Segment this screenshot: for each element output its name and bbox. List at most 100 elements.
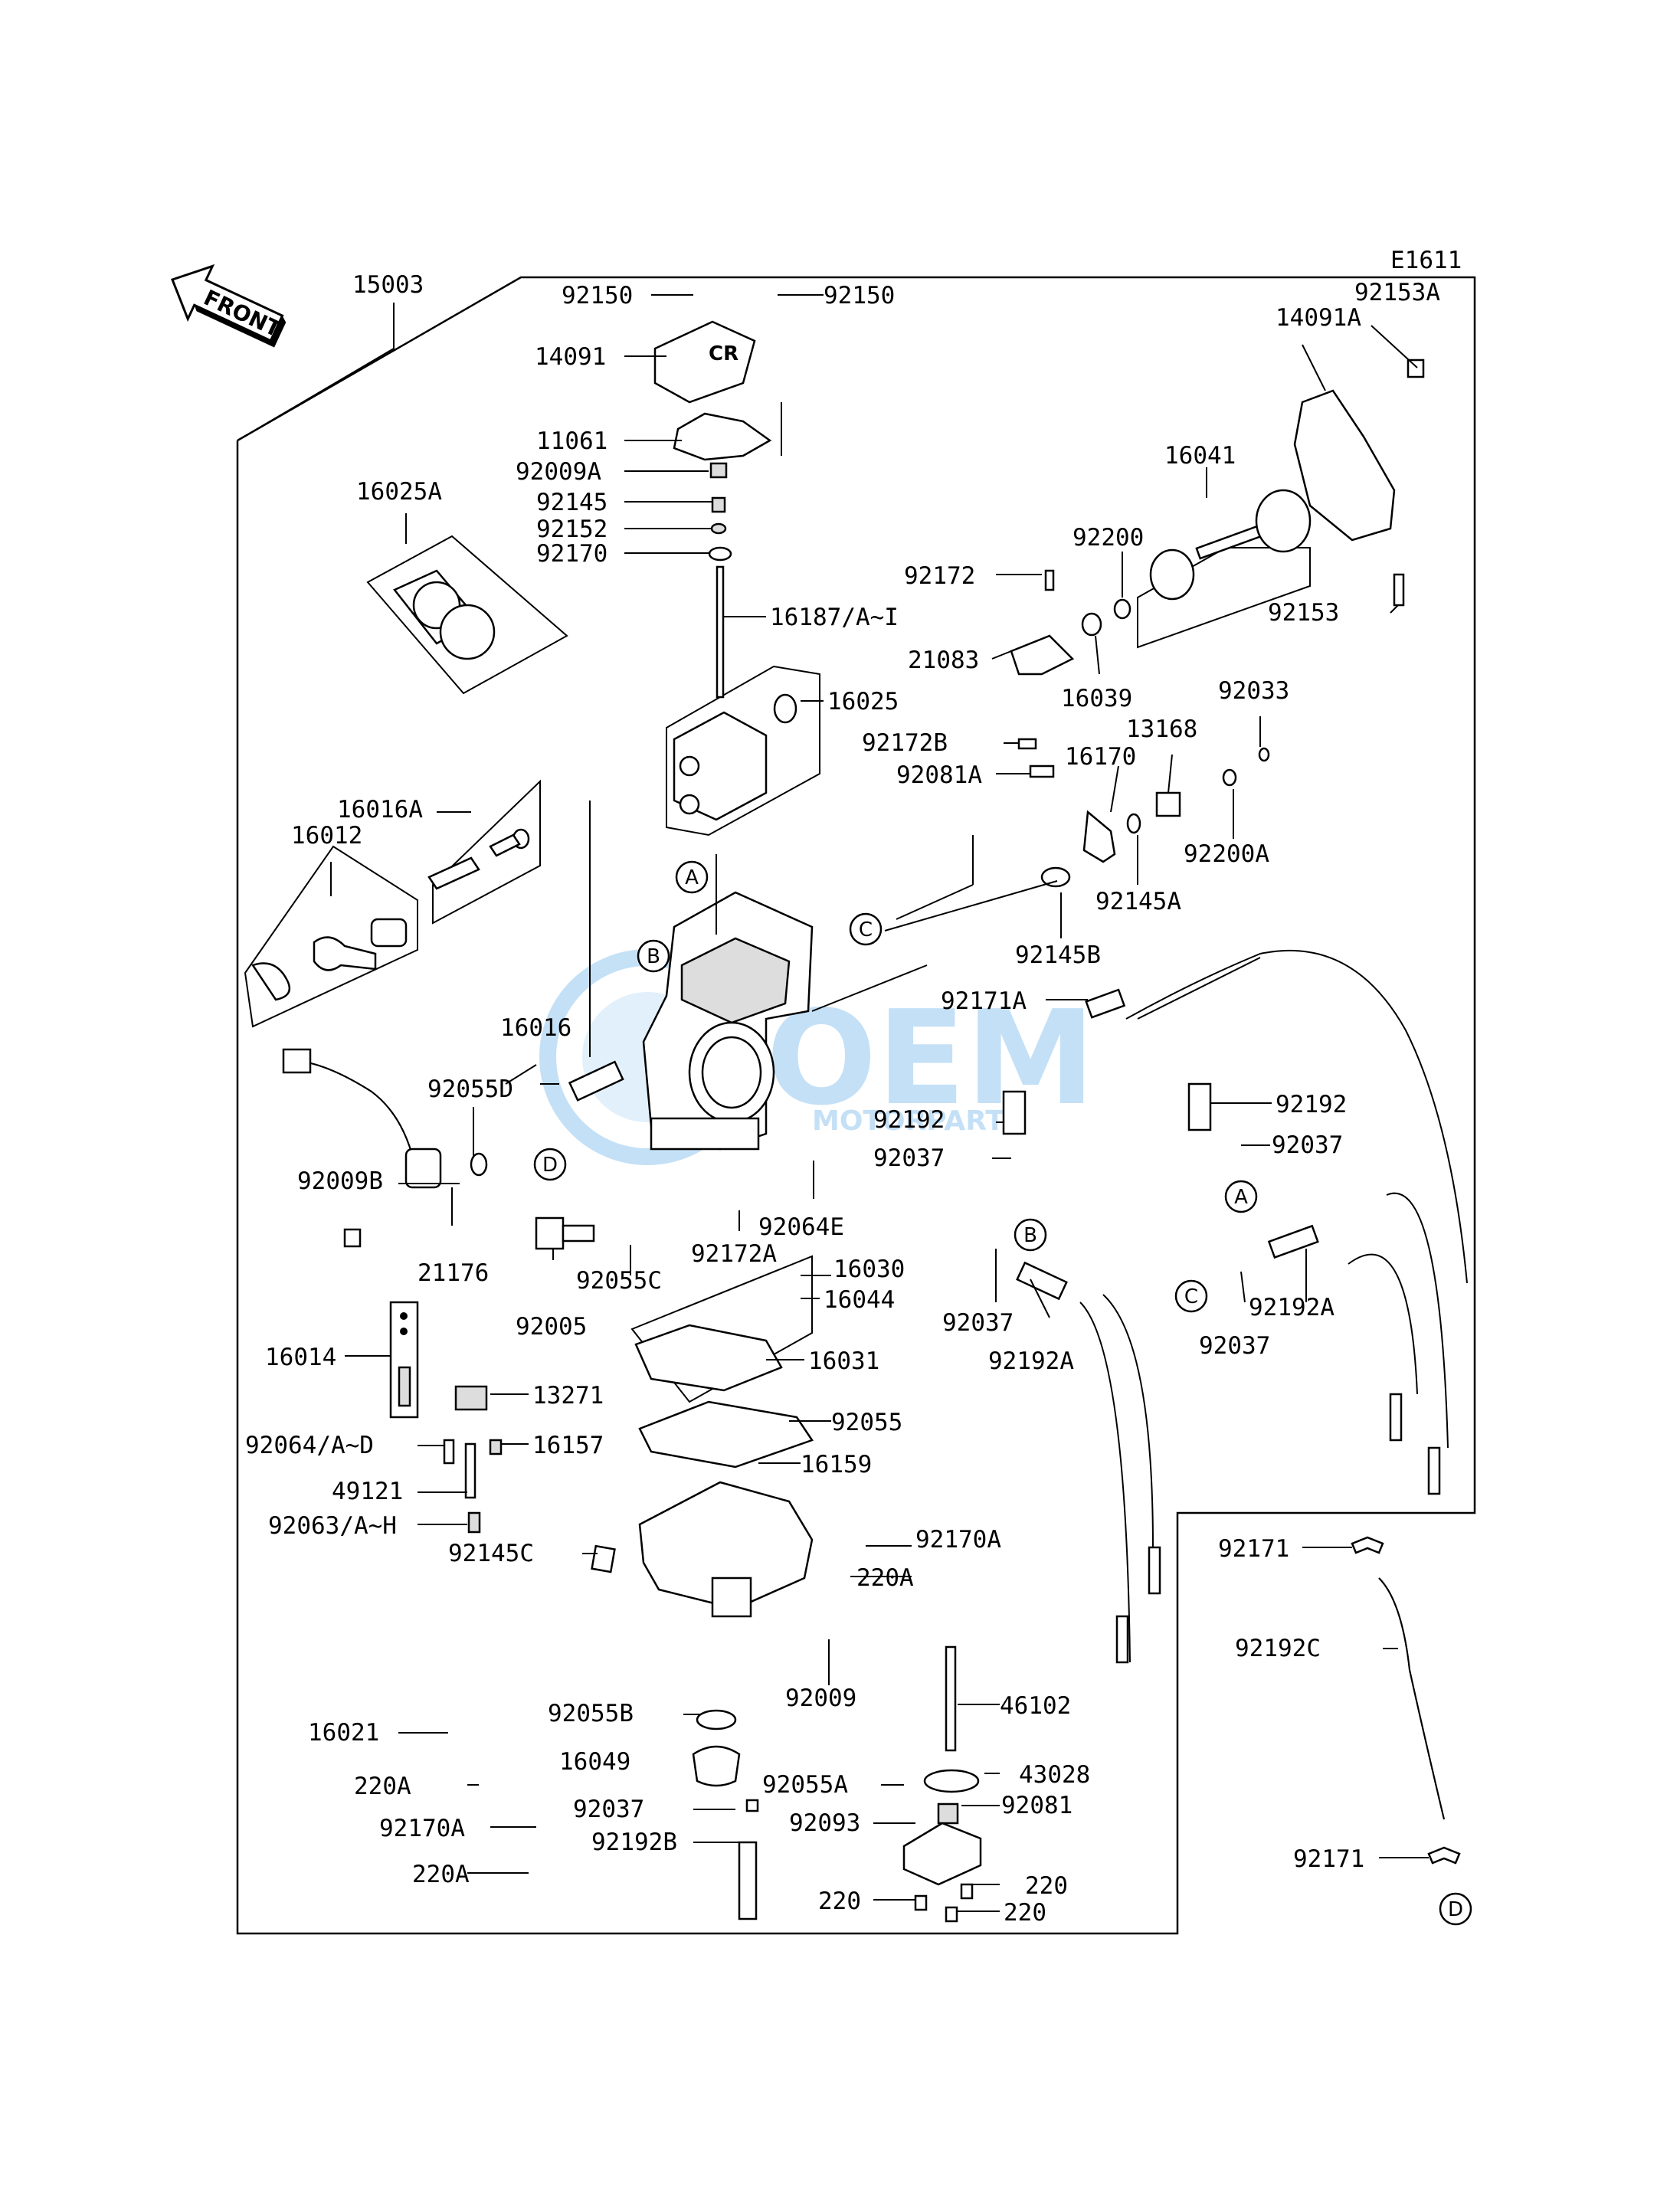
part-label: 92093 bbox=[789, 1809, 860, 1837]
part-label: 92037 bbox=[942, 1309, 1014, 1337]
part-label: 92153 bbox=[1268, 599, 1339, 627]
part-label: 92145 bbox=[536, 489, 607, 516]
part-label: 92152 bbox=[536, 516, 607, 543]
diagram-code: E1611 bbox=[1390, 247, 1462, 274]
part-label: 16031 bbox=[808, 1347, 879, 1375]
part-label: 16025A bbox=[356, 478, 442, 506]
part-label: 92055B bbox=[548, 1700, 634, 1727]
part-label: 92145C bbox=[448, 1540, 534, 1567]
part-label: 13168 bbox=[1126, 715, 1197, 743]
part-label: 11061 bbox=[536, 427, 607, 455]
part-label: 16039 bbox=[1061, 685, 1132, 712]
throttle-valve-16025 bbox=[673, 693, 797, 821]
small-parts-92009A-92170 bbox=[708, 462, 732, 699]
part-label: 16016 bbox=[500, 1014, 571, 1042]
leader-lines bbox=[330, 294, 1429, 1912]
gasket-11061 bbox=[673, 412, 772, 461]
callout-circles: A B C D A B C D bbox=[533, 860, 1472, 1926]
part-label: 92009 bbox=[785, 1685, 856, 1712]
subassembly-boxes bbox=[244, 535, 1311, 1403]
part-label: 92171 bbox=[1293, 1845, 1364, 1873]
part-label: 92150 bbox=[562, 282, 633, 309]
callout-D-bottom: D bbox=[1439, 1892, 1472, 1926]
part-label: 92055C bbox=[576, 1267, 662, 1295]
part-label: 92192A bbox=[988, 1347, 1074, 1375]
part-label: 16187/A~I bbox=[770, 604, 899, 631]
top-cover-14091: CR bbox=[653, 320, 756, 404]
front-arrow-icon: FRONT bbox=[171, 264, 287, 348]
part-label: 14091A bbox=[1276, 304, 1361, 332]
part-label: 16157 bbox=[532, 1432, 604, 1459]
part-label: 21176 bbox=[418, 1259, 489, 1287]
part-label: 16041 bbox=[1164, 442, 1236, 470]
part-label: 220 bbox=[818, 1888, 861, 1915]
throttle-pulley-16041 bbox=[1149, 489, 1312, 601]
svg-text:A: A bbox=[685, 866, 699, 889]
svg-text:C: C bbox=[1184, 1285, 1198, 1308]
part-label: 43028 bbox=[1019, 1761, 1090, 1789]
part-label: 92055 bbox=[831, 1409, 902, 1436]
part-label: 92200A bbox=[1184, 840, 1269, 868]
svg-text:C: C bbox=[859, 918, 873, 941]
left-side-parts bbox=[251, 828, 624, 1248]
part-label: 16170 bbox=[1065, 743, 1136, 771]
part-label: 92172 bbox=[904, 562, 975, 590]
callout-C-top: C bbox=[849, 912, 883, 946]
part-label: 16159 bbox=[801, 1451, 872, 1478]
svg-text:D: D bbox=[542, 1154, 558, 1177]
part-label: 92153A bbox=[1354, 279, 1440, 306]
vent-hoses bbox=[1002, 949, 1468, 1664]
part-label: 16016A bbox=[337, 796, 423, 823]
svg-text:D: D bbox=[1448, 1898, 1463, 1921]
small-parts-upper-right bbox=[1010, 569, 1270, 888]
callout-D-top: D bbox=[533, 1148, 567, 1181]
part-label: 16049 bbox=[559, 1748, 630, 1776]
assembly-frame bbox=[236, 276, 1476, 1935]
svg-text:B: B bbox=[647, 945, 660, 968]
part-label: 92172B bbox=[862, 729, 948, 757]
part-label: 92033 bbox=[1218, 677, 1289, 705]
part-label: 13271 bbox=[532, 1382, 604, 1410]
part-label: 92037 bbox=[1272, 1131, 1343, 1159]
part-label: 92037 bbox=[573, 1796, 644, 1823]
part-label: 220A bbox=[354, 1773, 411, 1800]
part-label: 220A bbox=[412, 1861, 470, 1888]
part-label: 16014 bbox=[265, 1344, 336, 1371]
part-label: 92150 bbox=[824, 282, 895, 309]
part-label: 16025 bbox=[827, 688, 899, 715]
svg-text:CR: CR bbox=[709, 342, 738, 365]
diaphragm-16025A bbox=[393, 569, 496, 660]
svg-text:A: A bbox=[1234, 1186, 1248, 1209]
callout-A-right: A bbox=[1224, 1180, 1258, 1213]
part-label: 16012 bbox=[291, 822, 362, 850]
part-label: 16044 bbox=[824, 1286, 895, 1314]
part-label: 46102 bbox=[1000, 1692, 1071, 1720]
part-label: 92064E bbox=[758, 1213, 844, 1241]
part-label: 21083 bbox=[908, 647, 979, 674]
part-label: 49121 bbox=[332, 1478, 403, 1505]
accelerator-pump bbox=[902, 1645, 982, 1923]
callout-B-right: B bbox=[1014, 1218, 1047, 1252]
part-label: 92170A bbox=[915, 1526, 1001, 1554]
watermark-subtext: MOTORPARTS bbox=[812, 1105, 1024, 1137]
part-label: 92037 bbox=[873, 1144, 945, 1172]
part-label: 92192A bbox=[1249, 1294, 1335, 1321]
part-label: 92055D bbox=[427, 1076, 513, 1103]
part-label: 92009B bbox=[297, 1167, 383, 1195]
carburetor-body bbox=[642, 891, 814, 1151]
part-label: 92170 bbox=[536, 540, 607, 568]
throttle-cover-14091A bbox=[1293, 359, 1425, 607]
part-label: 92200 bbox=[1073, 524, 1144, 552]
part-label: 92192B bbox=[591, 1829, 677, 1856]
jet-parts bbox=[389, 1216, 616, 1573]
part-label: 92170A bbox=[379, 1815, 465, 1842]
float-bowl bbox=[634, 1324, 814, 1920]
front-label: FRONT bbox=[200, 285, 285, 342]
part-label: 220A bbox=[856, 1564, 914, 1592]
svg-text:B: B bbox=[1023, 1224, 1037, 1247]
part-label: 92081 bbox=[1001, 1792, 1073, 1819]
part-label: 220 bbox=[1004, 1899, 1046, 1927]
part-label: 92172A bbox=[691, 1240, 777, 1268]
